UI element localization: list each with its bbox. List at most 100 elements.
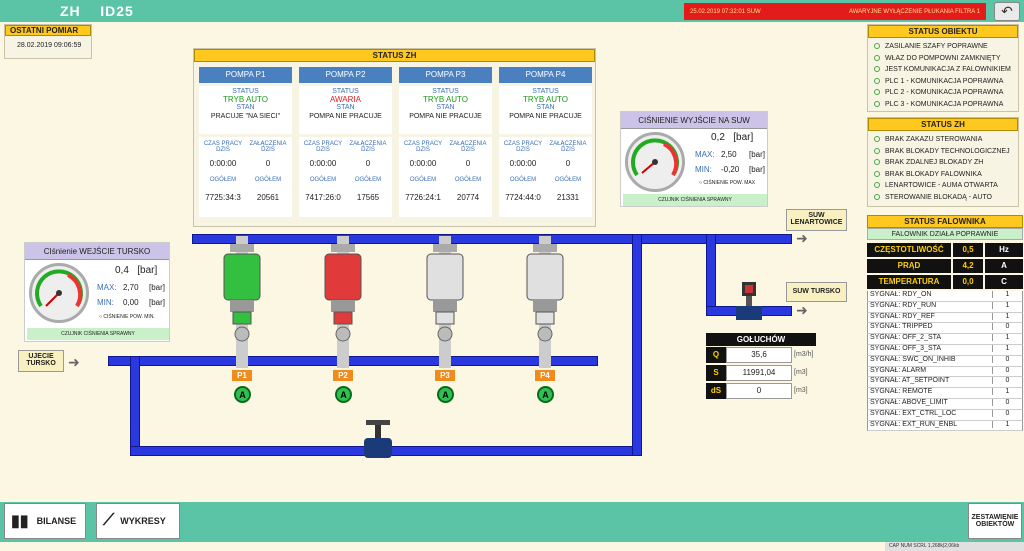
freq-unit: Hz: [985, 243, 1023, 257]
status-zh-side-panel: STATUS ZH BRAK ZAKAZU STEROWANIA BRAK BLO…: [867, 117, 1019, 207]
wykresy-button[interactable]: ⟋WYKRESY: [96, 503, 180, 539]
prad-value: 4,2: [953, 259, 983, 273]
pump-stan: POMPA NIE PRACUJE: [509, 113, 582, 120]
pump-status: TRYB AUTO: [422, 95, 469, 104]
pump-status-box: STATUS TRYB AUTO STAN POMPA NIE PRACUJE: [499, 86, 592, 134]
pump-graphic-icon[interactable]: [220, 236, 264, 368]
alarm-banner[interactable]: 25.02.2019 07:32:01 SUW AWARYJNE WYŁĄCZEN…: [684, 3, 986, 20]
arrow-right-icon: ➜: [796, 302, 808, 318]
ogolem-label: OGÓŁEM: [309, 177, 337, 183]
suw-min-label: MIN:: [695, 165, 712, 174]
pump-name[interactable]: POMPA P2: [299, 67, 392, 83]
czas-label: CZAS PRACY DZIŚ: [503, 141, 543, 153]
temp-value: 0,0: [953, 275, 983, 289]
status-item: JEST KOMUNIKACJA Z FALOWNIKIEM: [868, 64, 1018, 76]
tursko-max-value: 2,70: [123, 283, 139, 292]
last-measurement-value: 28.02.2019 09:06:59: [17, 42, 82, 49]
zal-value: 0: [365, 159, 371, 168]
status-zh-side-title: STATUS ZH: [868, 118, 1018, 131]
status-item: BRAK ZAKAZU STEROWANIA: [868, 134, 1018, 146]
tursko-sensor-ok: CZUJNIK CIŚNIENIA SPRAWNY: [27, 328, 169, 340]
status-dot-icon: [874, 66, 880, 73]
pump-graphic-icon[interactable]: [321, 236, 365, 368]
valve-icon[interactable]: [360, 420, 396, 460]
status-label: STATUS: [532, 88, 559, 95]
bilanse-label: BILANSE: [36, 516, 77, 526]
pump-card: POMPA P1 STATUS TRYB AUTO STAN PRACUJE "…: [199, 67, 292, 217]
status-item: PLC 2 - KOMUNIKACJA POPRAWNA: [868, 87, 1018, 99]
suw-sensor-ok: CZUJNIK CIŚNIENIA SPRAWNY: [623, 194, 767, 206]
zestawienie-label: ZESTAWIENIE OBIEKTÓW: [971, 514, 1019, 528]
zal-label: ZAŁĄCZENIA DZIŚ: [549, 141, 587, 153]
status-falownika-panel: STATUS FALOWNIKA FALOWNIK DZIAŁA POPRAWN…: [867, 215, 1023, 433]
auto-mode-icon[interactable]: A: [537, 386, 554, 403]
suw-pressure-panel: CIŚNIENIE WYJŚCIE NA SUW 0,2 [bar] MAX: …: [620, 111, 768, 207]
status-dot-icon: [874, 43, 880, 50]
last-measurement-title: OSTATNI POMIAR: [5, 25, 91, 36]
status-item: ZASILANIE SZAFY POPRAWNE: [868, 41, 1018, 53]
pump-status-box: STATUS AWARIA STAN POMPA NIE PRACUJE: [299, 86, 392, 134]
tursko-pressure-value: 0,4 [bar]: [115, 265, 158, 276]
pump-status: AWARIA: [330, 95, 361, 104]
pump-status-box: STATUS TRYB AUTO STAN POMPA NIE PRACUJE: [399, 86, 492, 134]
status-label: STATUS: [432, 88, 459, 95]
auto-mode-icon[interactable]: A: [437, 386, 454, 403]
pump-counters: CZAS PRACY DZIŚ ZAŁĄCZENIA DZIŚ 0:00:00 …: [499, 137, 592, 217]
czas-value: 0:00:00: [309, 159, 337, 168]
status-item: PLC 1 - KOMUNIKACJA POPRAWNA: [868, 76, 1018, 88]
status-dot-icon: [874, 193, 880, 200]
pipe-top: [192, 234, 792, 244]
status-item: BRAK ZDALNEJ BLOKADY ZH: [868, 157, 1018, 169]
tursko-max-unit: [bar]: [149, 283, 166, 292]
status-item: BRAK BLOKADY FALOWNIKA: [868, 169, 1018, 181]
back-button[interactable]: ↶: [994, 2, 1020, 21]
og-zal-value: 20561: [256, 193, 280, 202]
pump-stan: POMPA NIE PRACUJE: [409, 113, 482, 120]
tursko-pressure-panel: CIśnienie WEJŚCIE TURSKO 0,4 [bar] MAX: …: [24, 242, 170, 342]
pump-status: TRYB AUTO: [522, 95, 569, 104]
zestawienie-button[interactable]: ZESTAWIENIE OBIEKTÓW: [968, 503, 1022, 539]
zal-label: ZAŁĄCZENIA DZIŚ: [349, 141, 387, 153]
og-czas-value: 7417:26:0: [305, 193, 341, 202]
status-dot-icon: [874, 159, 880, 166]
zal-value: 0: [465, 159, 471, 168]
suw-min-value: -0,20: [721, 165, 740, 174]
pump-name[interactable]: POMPA P4: [499, 67, 592, 83]
pipe-suw-vertical: [706, 234, 716, 314]
gauge-icon: [29, 263, 89, 323]
ogolem-label: OGÓŁEM: [354, 177, 382, 183]
alarm-time: 25.02.2019 07:32:01 SUW: [690, 8, 761, 15]
status-item: STEROWANIE BLOKADĄ - AUTO: [868, 192, 1018, 204]
pump-name[interactable]: POMPA P3: [399, 67, 492, 83]
auto-mode-icon[interactable]: A: [234, 386, 251, 403]
ogolem-label: OGÓŁEM: [554, 177, 582, 183]
pump-stan: POMPA NIE PRACUJE: [309, 113, 382, 120]
status-dot-icon: [874, 170, 880, 177]
status-item: WŁAZ DO POMPOWNI ZAMKNIĘTY: [868, 53, 1018, 65]
tursko-min-value: 0,00: [123, 298, 139, 307]
auto-mode-icon[interactable]: A: [335, 386, 352, 403]
status-dot-icon: [874, 147, 880, 154]
zal-label: ZAŁĄCZENIA DZIŚ: [249, 141, 287, 153]
tursko-min-label: MIN:: [97, 298, 114, 307]
og-czas-value: 7726:24:1: [405, 193, 441, 202]
suw-lenartowice-label: SUW LENARTOWICE: [786, 209, 847, 231]
alarm-text: AWARYJNE WYŁĄCZENIE PŁUKANIA FILTRA 1: [848, 8, 980, 15]
czas-value: 0:00:00: [509, 159, 537, 168]
pump-label: P4: [535, 370, 555, 381]
suw-min-unit: [bar]: [749, 165, 766, 174]
pump-graphic-icon[interactable]: [423, 236, 467, 368]
ujecie-tursko-label: UJECIE TURSKO: [18, 350, 64, 372]
pump-graphic-icon[interactable]: [523, 236, 567, 368]
arrow-right-icon: ➜: [68, 354, 80, 370]
pump-name[interactable]: POMPA P1: [199, 67, 292, 83]
bilanse-button[interactable]: ▮▮BILANSE: [4, 503, 86, 539]
og-czas-value: 7725:34:3: [205, 193, 241, 202]
last-measurement-panel: OSTATNI POMIAR 28.02.2019 09:06:59: [4, 24, 92, 59]
